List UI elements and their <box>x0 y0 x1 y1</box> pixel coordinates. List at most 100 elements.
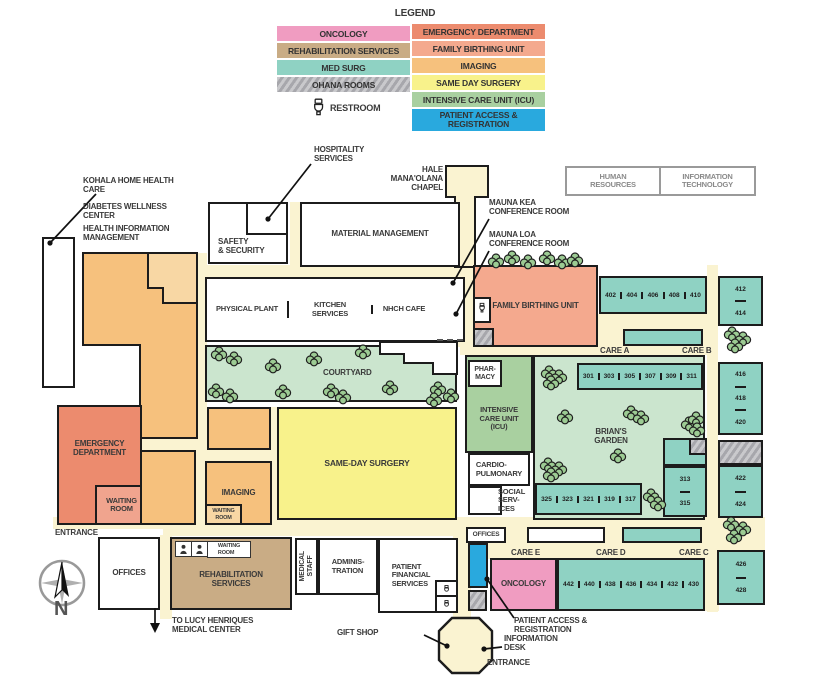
emergency-department-room: EMERGENCY DEPARTMENT WAITING ROOM <box>57 405 148 525</box>
room-309: 309 <box>659 373 681 380</box>
room-420: 420 <box>735 409 746 433</box>
rooms-313-315: 313 315 <box>663 466 707 517</box>
room-438: 438 <box>598 581 620 588</box>
rooms-301-311: 301 303 305 307 309 311 <box>577 363 703 390</box>
conference-room-divider <box>437 338 463 341</box>
corridor <box>205 450 272 461</box>
same-day-surgery-room: SAME-DAY SURGERY <box>277 407 457 520</box>
entrance-west-label: ENTRANCE <box>55 528 98 537</box>
room-416: 416 <box>735 371 746 379</box>
patient-access-registration-room <box>468 543 488 588</box>
waiting-room-label: WAITING ROOM <box>106 495 137 513</box>
room-412: 412 <box>735 285 746 293</box>
rooms-412-414: 412 414 <box>718 276 763 326</box>
offices-room: OFFICES <box>98 537 160 610</box>
physical-plant-room: PHYSICAL PLANT <box>207 304 287 314</box>
emergency-department-label: EMERGENCY DEPARTMENT <box>73 439 126 457</box>
patient-financial-label: PATIENT FINANCIAL SERVICES <box>391 561 431 588</box>
corridor <box>460 345 718 355</box>
compass-north-label: N <box>54 598 69 620</box>
restroom-icon <box>311 98 326 122</box>
room-442: 442 <box>563 581 574 588</box>
care-c-station <box>622 527 702 543</box>
imaging-room: IMAGING WAITING ROOM <box>205 461 272 525</box>
room-404: 404 <box>620 291 641 299</box>
pharmacy-label: PHAR- MACY <box>474 365 496 381</box>
care-ab-station <box>623 329 703 346</box>
room-414: 414 <box>735 300 746 324</box>
entrance-main-label: ENTRANCE <box>487 658 530 667</box>
rehabilitation-label: REHABILITATION SERVICES <box>199 569 263 588</box>
kitchen-services-room: KITCHEN SERVICES <box>287 300 371 318</box>
legend-ohana: OHANA ROOMS <box>277 77 410 92</box>
ohana-room <box>473 328 494 347</box>
room-325: 325 <box>541 495 552 503</box>
room-426: 426 <box>735 560 747 568</box>
corridor <box>135 438 197 450</box>
physical-plant-label: PHYSICAL PLANT <box>215 304 279 314</box>
imaging-waiting-room-area <box>147 252 198 304</box>
rooms-442-430: 442 440 438 436 434 432 430 <box>557 558 705 611</box>
gift-shop-label: GIFT SHOP <box>337 628 379 637</box>
family-birthing-unit-room: FAMILY BIRTHING UNIT <box>473 265 598 347</box>
room-319: 319 <box>598 495 619 503</box>
waiting-room-label: WAITING ROOM <box>217 543 241 556</box>
corridor <box>707 265 718 612</box>
icu-label: INTENSIVE CARE UNIT (ICU) <box>479 405 519 432</box>
care-a-label: CARE A <box>600 346 630 355</box>
room-313: 313 <box>679 475 691 483</box>
rooms-416-420: 416 418 420 <box>718 362 763 435</box>
room-406: 406 <box>641 291 662 299</box>
nhch-cafe-label: NHCH CAFE <box>382 304 426 314</box>
legend-oncology: ONCOLOGY <box>277 26 410 41</box>
corridor <box>160 535 172 619</box>
social-services-room <box>468 486 502 515</box>
brians-garden-label: BRIAN'S GARDEN <box>594 427 628 445</box>
room-402: 402 <box>605 291 617 299</box>
ohana-room <box>718 440 763 465</box>
care-d-station <box>527 527 605 543</box>
lucy-henriques-label: TO LUCY HENRIQUES MEDICAL CENTER <box>172 616 254 634</box>
room-434: 434 <box>640 581 661 588</box>
chapel-label: HALE MANA'OLANA CHAPEL <box>390 165 444 192</box>
ohana-room <box>689 438 707 455</box>
room-301: 301 <box>582 373 594 380</box>
person-icon <box>175 541 192 557</box>
legend-imaging: IMAGING <box>412 58 545 73</box>
room-408: 408 <box>662 291 684 299</box>
kitchen-services-label: KITCHEN SERVICES <box>311 300 349 318</box>
administration-room: ADMINIS- TRATION <box>318 538 378 595</box>
fbu-restroom <box>473 297 491 323</box>
room-418: 418 <box>735 385 746 410</box>
rehab-waiting-room-badge: WAITING ROOM <box>207 541 251 558</box>
garden-room <box>663 438 707 466</box>
rooms-422-424: 422 424 <box>718 465 763 518</box>
room-430: 430 <box>682 581 703 588</box>
restroom-icon <box>478 301 486 319</box>
medical-staff-label: MEDICAL STAFF <box>298 551 314 582</box>
corridor <box>290 202 300 269</box>
medical-staff-room: MEDICAL STAFF <box>295 538 318 595</box>
cardio-pulmonary-label: CARDIO- PULMONARY <box>475 460 523 478</box>
information-technology-room: INFORMATION TECHNOLOGY <box>659 166 756 196</box>
exit-arrow-icon <box>150 608 160 633</box>
imaging-waiting-room-badge: WAITING ROOM <box>205 504 242 525</box>
legend-fbu: FAMILY BIRTHING UNIT <box>412 41 545 56</box>
care-b-label: CARE B <box>682 346 712 355</box>
room-321: 321 <box>577 495 598 503</box>
corridor <box>195 253 207 519</box>
imaging-label: IMAGING <box>221 487 256 497</box>
room-315: 315 <box>679 490 691 516</box>
room-440: 440 <box>577 581 599 588</box>
information-technology-label: INFORMATION TECHNOLOGY <box>682 171 733 189</box>
restroom-icon <box>435 595 458 613</box>
hospitality-label: HOSPITALITY SERVICES <box>314 145 365 163</box>
human-resources-room: HUMAN RESOURCES <box>565 166 661 196</box>
oncology-label: ONCOLOGY <box>500 579 547 589</box>
safety-security-label: SAFETY & SECURITY <box>218 237 265 256</box>
legend-title: LEGEND <box>394 8 436 19</box>
waiting-room-label: WAITING ROOM <box>212 508 235 521</box>
offices-label: OFFICES <box>472 531 500 539</box>
hospitality-services-room <box>246 204 286 235</box>
rooms-402-410: 402 404 406 408 410 <box>599 276 707 314</box>
